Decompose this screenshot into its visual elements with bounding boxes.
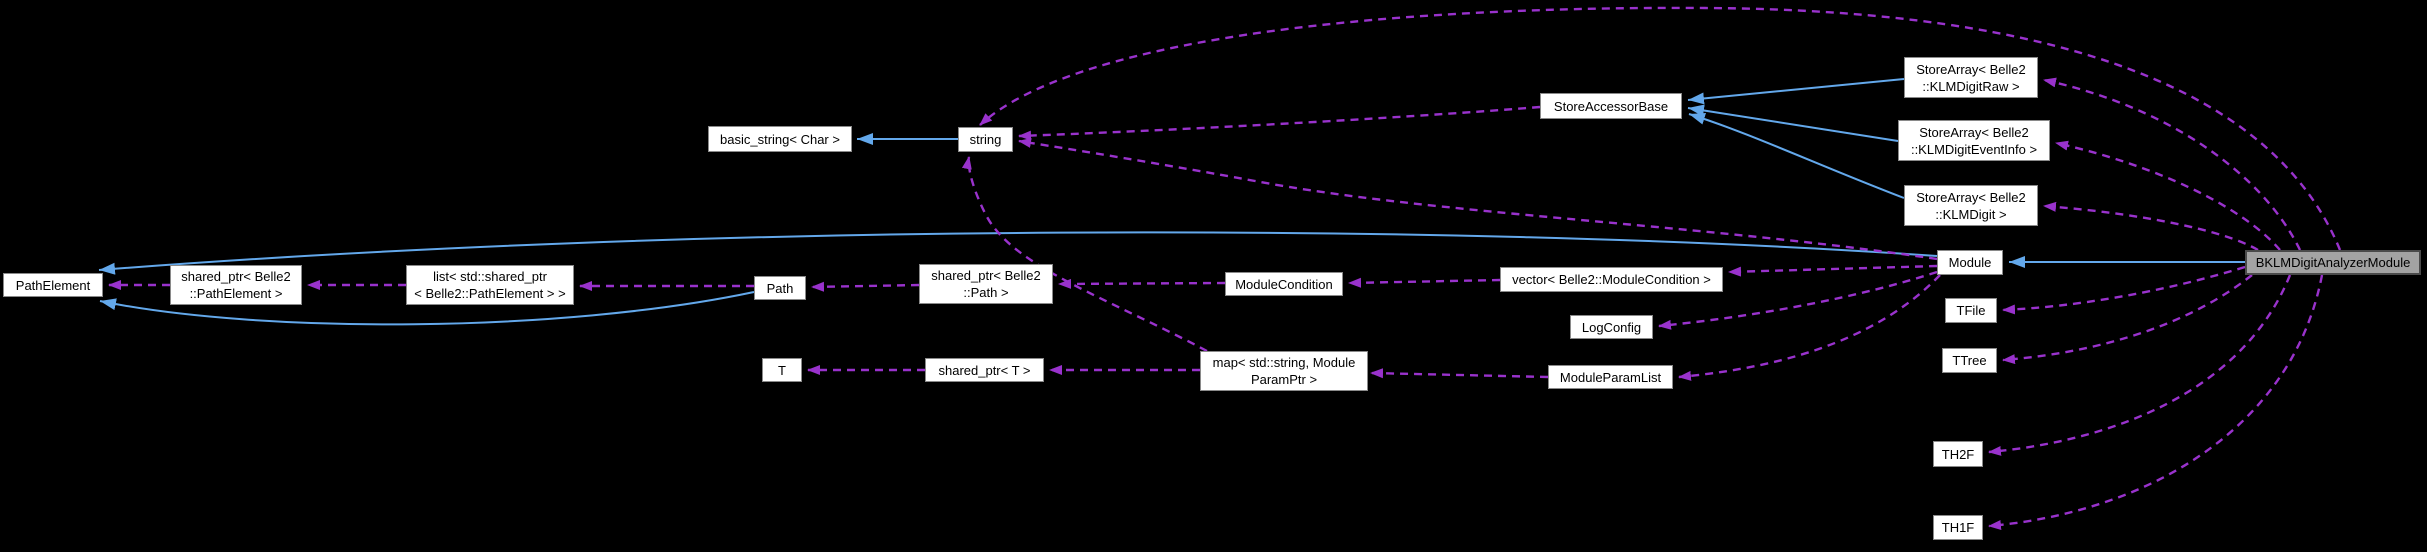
edge-usage-vector_modulecondition-to-modulecondition — [1348, 277, 1501, 288]
node-bklmdigitanalyzermodule: BKLMDigitAnalyzerModule — [2245, 250, 2421, 275]
edge-usage-bklmdigitanalyzermodule-to-th2f — [1988, 274, 2292, 456]
node-list_sp_pathelement[interactable]: list< std::shared_ptr < Belle2::PathElem… — [406, 265, 574, 305]
edge-usage-bklmdigitanalyzermodule-to-th1f — [1988, 274, 2324, 530]
edge-usage-module-to-string — [1018, 137, 1938, 261]
node-storearray_klmdigiteventinfo[interactable]: StoreArray< Belle2 ::KLMDigitEventInfo > — [1898, 120, 2050, 161]
edge-inheritance-module-to-pathelement — [98, 231, 1938, 275]
edge-usage-storeaccessorbase-to-string — [1018, 105, 1541, 141]
edge-inheritance-storearray_klmdigitraw-to-storeaccessorbase — [1687, 78, 1905, 105]
node-th1f[interactable]: TH1F — [1933, 515, 1983, 540]
node-logconfig[interactable]: LogConfig — [1570, 315, 1653, 339]
node-moduleparamlist[interactable]: ModuleParamList — [1548, 365, 1673, 389]
edge-usage-bklmdigitanalyzermodule-to-ttree — [2002, 274, 2253, 365]
node-vector_modulecondition[interactable]: vector< Belle2::ModuleCondition > — [1500, 267, 1723, 292]
edge-inheritance-path-to-pathelement — [99, 291, 755, 326]
node-storearray_klmdigit[interactable]: StoreArray< Belle2 ::KLMDigit > — [1904, 185, 2038, 226]
edge-usage-bklmdigitanalyzermodule-to-tfile — [2002, 265, 2246, 315]
node-module[interactable]: Module — [1937, 250, 2003, 275]
edge-usage-bklmdigitanalyzermodule-to-string — [979, 6, 2342, 251]
node-string[interactable]: string — [958, 127, 1013, 152]
edge-usage-bklmdigitanalyzermodule-to-storearray_klmdigiteventinfo — [2055, 140, 2281, 251]
edge-usage-modulecondition-to-sp_path — [1058, 278, 1226, 289]
node-pathelement[interactable]: PathElement — [3, 273, 103, 297]
edge-inheritance-storearray_klmdigiteventinfo-to-storeaccessorbase — [1687, 104, 1899, 142]
node-t[interactable]: T — [762, 358, 802, 382]
edge-usage-sp_path-to-path — [811, 281, 920, 292]
edge-inheritance-storearray_klmdigit-to-storeaccessorbase — [1688, 113, 1905, 199]
node-sp_path[interactable]: shared_ptr< Belle2 ::Path > — [919, 264, 1053, 304]
node-modulecondition[interactable]: ModuleCondition — [1225, 272, 1343, 296]
node-storeaccessorbase[interactable]: StoreAccessorBase — [1540, 93, 1682, 119]
node-storearray_klmdigitraw[interactable]: StoreArray< Belle2 ::KLMDigitRaw > — [1904, 57, 2038, 98]
edge-usage-bklmdigitanalyzermodule-to-storearray_klmdigit — [2043, 201, 2259, 252]
node-tfile[interactable]: TFile — [1945, 298, 1997, 323]
node-sp_pathelement[interactable]: shared_ptr< Belle2 ::PathElement > — [170, 265, 302, 305]
node-basic_string[interactable]: basic_string< Char > — [708, 126, 852, 152]
edge-usage-map_paramptr-to-string — [961, 156, 1208, 353]
edge-usage-module-to-vector_modulecondition — [1728, 264, 1938, 277]
node-ttree[interactable]: TTree — [1942, 348, 1997, 373]
edge-usage-module-to-moduleparamlist — [1678, 274, 1941, 381]
node-sp_t[interactable]: shared_ptr< T > — [925, 358, 1044, 382]
node-th2f[interactable]: TH2F — [1933, 441, 1983, 467]
edge-usage-moduleparamlist-to-map_paramptr — [1370, 368, 1549, 379]
node-map_paramptr[interactable]: map< std::string, Module ParamPtr > — [1200, 351, 1368, 391]
edge-usage-bklmdigitanalyzermodule-to-storearray_klmdigitraw — [2043, 77, 2302, 251]
edge-usage-module-to-logconfig — [1658, 270, 1938, 330]
node-path[interactable]: Path — [754, 276, 806, 300]
